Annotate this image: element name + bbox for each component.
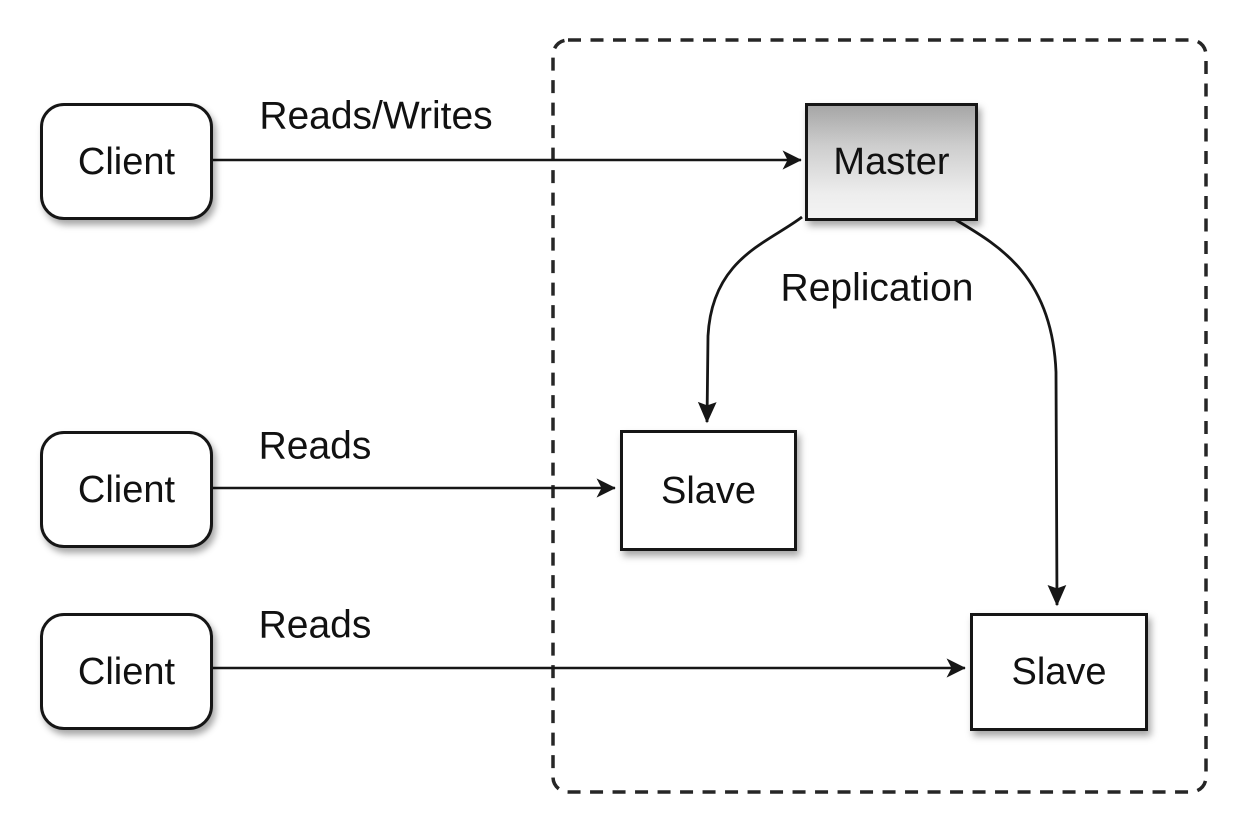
node-client-2: Client bbox=[40, 431, 213, 548]
node-slave-bottom: Slave bbox=[970, 613, 1148, 731]
node-slave-middle: Slave bbox=[620, 430, 797, 551]
node-client-3-label: Client bbox=[77, 650, 176, 693]
node-client-2-label: Client bbox=[77, 468, 176, 511]
edge-label-reads-writes: Reads/Writes bbox=[259, 94, 493, 138]
edge-replication-left-arrow bbox=[697, 215, 803, 424]
node-master: Master bbox=[805, 103, 978, 221]
edge-label-replication: Replication bbox=[780, 266, 974, 310]
edge-label-reads-middle: Reads bbox=[258, 424, 372, 468]
node-master-label: Master bbox=[833, 141, 950, 183]
node-client-1-label: Client bbox=[77, 140, 176, 183]
node-client-3: Client bbox=[40, 613, 213, 730]
node-slave-bottom-label: Slave bbox=[1011, 651, 1107, 693]
edge-label-reads-bottom: Reads bbox=[258, 603, 372, 647]
node-client-1: Client bbox=[40, 103, 213, 220]
edge-replication-right-arrow bbox=[950, 215, 1067, 607]
node-slave-middle-label: Slave bbox=[660, 469, 757, 512]
